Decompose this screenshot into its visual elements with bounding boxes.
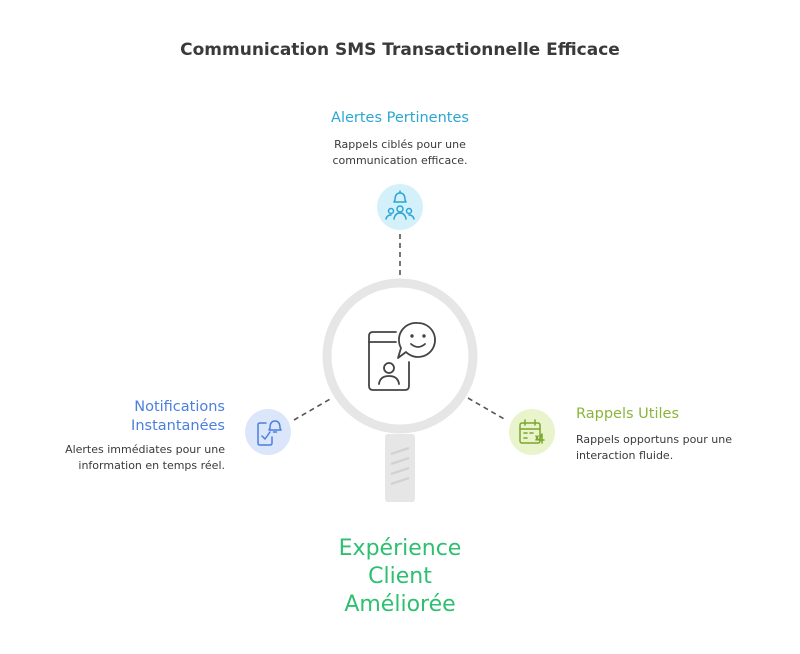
top-branch-description: Rappels ciblés pour une communication ef… bbox=[332, 138, 468, 167]
right-branch-description: Rappels opportuns pour une interaction f… bbox=[576, 433, 733, 462]
diagram-title: Communication SMS Transactionnelle Effic… bbox=[180, 40, 620, 60]
connector-left bbox=[293, 397, 333, 421]
left-branch-description: Alertes immédiates pour une information … bbox=[65, 443, 225, 472]
right-branch-title: Rappels Utiles bbox=[576, 406, 679, 422]
calendar-x4-icon bbox=[519, 419, 545, 444]
node-left bbox=[245, 409, 291, 455]
left-branch-title: Notifications Instantanées bbox=[131, 399, 225, 434]
connector-right bbox=[467, 397, 507, 421]
node-right bbox=[509, 409, 555, 455]
node-top bbox=[377, 184, 423, 230]
center-label: Expérience Client Améliorée bbox=[338, 536, 462, 617]
phone-chat-person-icon bbox=[368, 322, 436, 391]
magnifier-handle bbox=[385, 434, 415, 502]
bell-people-icon bbox=[385, 190, 415, 220]
phone-bell-icon bbox=[257, 420, 282, 446]
top-branch-title: Alertes Pertinentes bbox=[331, 110, 469, 126]
